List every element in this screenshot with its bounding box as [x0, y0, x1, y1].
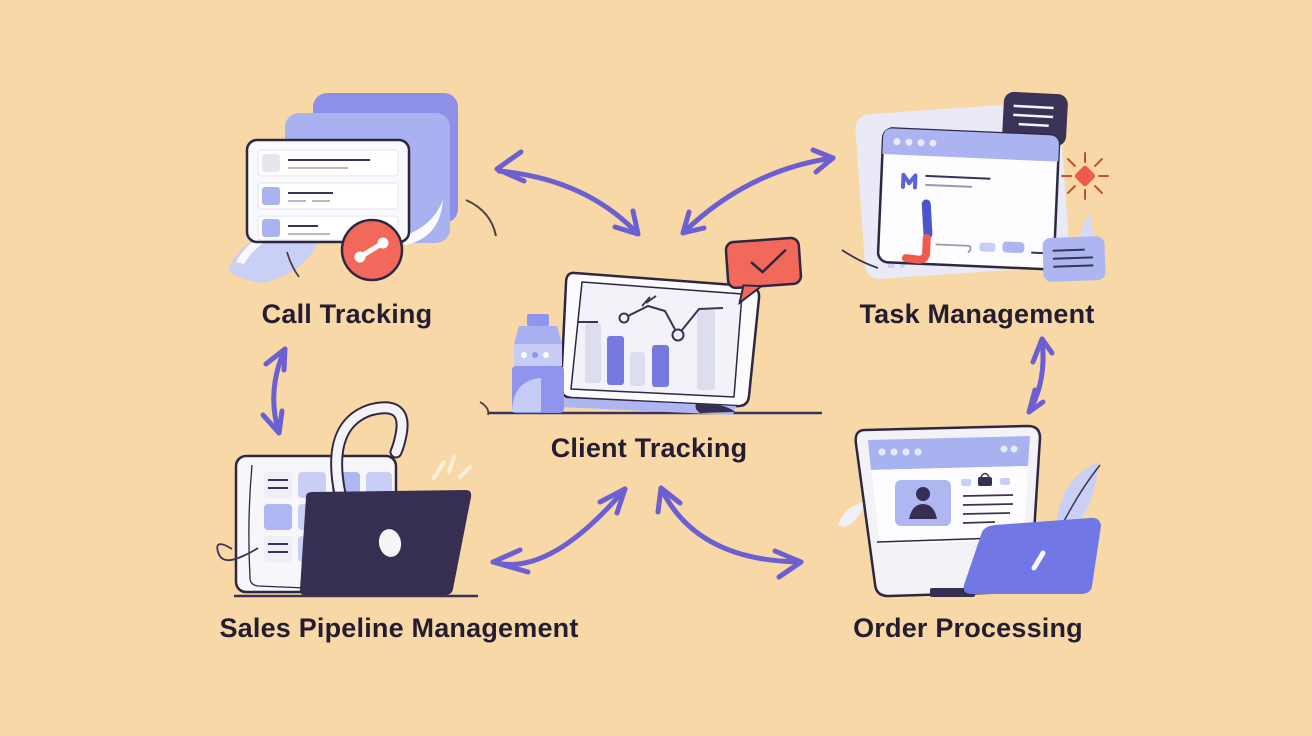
window-dot — [905, 138, 913, 146]
window-dot — [917, 139, 925, 147]
bar-chart-icon — [578, 310, 715, 390]
laptop-logo-icon — [378, 529, 402, 557]
task-dash — [1031, 251, 1044, 255]
note-card-icon — [1002, 91, 1068, 147]
call-tracking-label: Call Tracking — [261, 299, 433, 329]
task-browser-window — [876, 127, 1061, 271]
leaf-icon — [838, 502, 866, 527]
water-bottle-icon — [512, 314, 564, 413]
order-processing-illustration — [838, 424, 1101, 598]
arrow-client-task — [680, 147, 836, 236]
board-inner-line — [248, 464, 331, 590]
keyboard-strip — [560, 398, 736, 415]
sales-pipeline-illustration — [216, 401, 478, 598]
arrow-call-sales — [260, 346, 288, 436]
order-processing-label: Order Processing — [853, 613, 1083, 643]
browser-titlebar — [882, 128, 1059, 162]
task-line — [935, 243, 972, 254]
decorative-arc — [465, 199, 497, 237]
swoosh — [400, 200, 443, 245]
tablet-foot — [930, 588, 975, 597]
task-management-label: Task Management — [859, 299, 1095, 329]
client-tracking-illustration — [479, 236, 822, 416]
laptop-foot — [695, 404, 735, 413]
periwinkle-note-icon — [1042, 236, 1106, 282]
starburst-icon — [1061, 152, 1109, 200]
order-detail-lines — [961, 472, 1014, 524]
call-transfer-icon — [340, 218, 404, 282]
cart-icon — [978, 472, 992, 486]
client-tracking-label: Client Tracking — [550, 433, 748, 463]
purple-laptop — [963, 517, 1101, 594]
laptop-highlight — [1031, 550, 1046, 571]
stem-line — [286, 251, 300, 278]
line-chart-icon — [618, 295, 724, 342]
window-dot — [890, 448, 898, 456]
hook-cable-icon — [330, 401, 409, 501]
connection-arrows — [260, 147, 1055, 580]
leaf-highlight — [236, 230, 290, 264]
logo-m-icon — [900, 172, 918, 190]
person-avatar-icon — [909, 487, 937, 519]
window-dot — [902, 448, 910, 456]
task-management-illustration — [841, 91, 1109, 282]
checkmark-pen-icon — [901, 199, 933, 264]
window-dot — [914, 448, 922, 456]
window-dot — [893, 138, 901, 146]
task-chip — [979, 242, 996, 252]
leaf-stem — [1061, 464, 1101, 526]
arrow-call-client — [494, 149, 641, 237]
arrow-client-order — [655, 485, 804, 580]
checkmark-bubble-icon — [724, 236, 803, 306]
sparkle-icon — [432, 455, 472, 480]
arrow-sales-client — [490, 486, 628, 575]
customer-profile-card — [895, 480, 951, 526]
arrow-task-order — [1026, 336, 1055, 415]
grass-stem — [841, 249, 879, 269]
window-dot — [1000, 445, 1008, 453]
sales-pipeline-label: Sales Pipeline Management — [219, 613, 579, 643]
window-dot — [878, 448, 886, 456]
window-dot — [929, 139, 937, 147]
call-tracking-illustration — [228, 93, 497, 283]
decorative-arc — [479, 401, 490, 416]
cable-loop — [216, 543, 259, 562]
browser-titlebar — [868, 436, 1030, 470]
task-chip — [1002, 241, 1025, 254]
window-dot — [1010, 445, 1018, 453]
